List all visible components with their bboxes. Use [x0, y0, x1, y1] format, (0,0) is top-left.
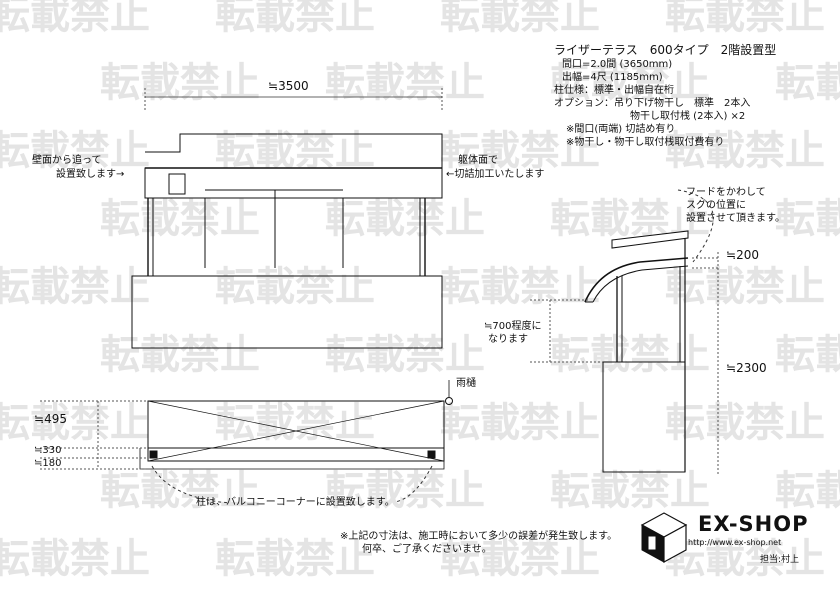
plan-gutter-label: 雨樋 — [456, 378, 476, 389]
watermark-text: 転載禁止 — [665, 264, 825, 310]
watermark-text: 転載禁止 — [215, 128, 375, 174]
logo-cube-door — [647, 535, 657, 551]
gutter-marker — [445, 397, 453, 405]
balcony-wall — [131, 275, 443, 349]
side-hood-note-3: 設置させて頂きます。 — [686, 213, 785, 224]
plan-view — [40, 380, 453, 504]
watermark-text: 転載禁止 — [100, 196, 260, 242]
roof-curve-inner — [592, 265, 689, 303]
plan-post-note: 柱は、バルコニーコーナーに設置致します。 — [196, 497, 395, 508]
watermark-text: 転載禁止 — [325, 196, 485, 242]
side-dim-200: ≒200 — [726, 248, 759, 262]
logo-cube-right — [663, 523, 687, 564]
watermark-text: 転載禁止 — [550, 332, 710, 378]
fascia-bracket — [168, 173, 186, 195]
front-elevation — [131, 88, 443, 349]
spec-line-7: ※物干し・物干し取付桟取付費有り — [566, 137, 725, 148]
eave-hood — [611, 230, 689, 249]
staff-label: 担当:村上 — [760, 555, 800, 565]
spec-line-3: 柱仕様：標準・出幅自在桁 — [554, 85, 674, 96]
watermark-text: 転載禁止 — [0, 0, 150, 38]
footer-note-1: ※上記の寸法は、施工時において多少の誤差が発生致します。 — [340, 531, 618, 542]
watermark-text: 転載禁止 — [775, 332, 840, 378]
side-section — [530, 189, 719, 476]
watermark-text: 転載禁止 — [440, 128, 600, 174]
plan-dim-330: ≒330 — [34, 445, 62, 456]
watermark-text: 転載禁止 — [325, 60, 485, 106]
watermark-text: 転載禁止 — [550, 60, 710, 106]
spec-line-5: 物干し取付桟 (2本入) ×2 — [630, 111, 746, 122]
watermark-text: 転載禁止 — [100, 60, 260, 106]
watermark-text: 転載禁止 — [215, 264, 375, 310]
watermark-text: 転載禁止 — [775, 60, 840, 106]
plan-dim-180: ≒180 — [34, 458, 62, 469]
hood-callout — [677, 189, 714, 263]
watermark-text: 転載禁止 — [665, 0, 825, 38]
watermark-text: 転載禁止 — [325, 332, 485, 378]
watermark-text: 転載禁止 — [215, 536, 375, 582]
spec-line-4: オプション：吊り下げ物干し 標準 2本入 — [554, 98, 751, 109]
watermark-text: 転載禁止 — [215, 400, 375, 446]
spec-title: ライザーテラス 600タイプ 2階設置型 — [554, 43, 777, 57]
watermark-text: 転載禁止 — [775, 468, 840, 514]
side-dim-2300: ≒2300 — [726, 361, 767, 375]
watermark-text: 転載禁止 — [440, 264, 600, 310]
side-hood-note-1: フードをかわして — [686, 187, 766, 198]
plan-dim-495: ≒495 — [34, 412, 67, 426]
watermark-text: 転載禁止 — [665, 128, 825, 174]
callout-arc-right — [394, 465, 433, 503]
plan-roof-outline — [147, 400, 445, 462]
watermark-text: 転載禁止 — [325, 468, 485, 514]
exshop-url: http://www.ex-shop.net — [688, 538, 782, 547]
watermark-text: 転載禁止 — [0, 400, 150, 446]
plan-diagonal-b — [147, 400, 445, 462]
side-hood-note-2: スグの位置に — [686, 200, 746, 211]
plan-post-left — [149, 450, 158, 459]
watermark-text: 転載禁止 — [0, 536, 150, 582]
watermark-text: 転載禁止 — [215, 0, 375, 38]
watermark-text: 転載禁止 — [775, 196, 840, 242]
front-right-note-1: 躯体面で — [458, 155, 498, 166]
watermark-text: 転載禁止 — [440, 400, 600, 446]
watermark-text: 転載禁止 — [550, 468, 710, 514]
watermark-text: 転載禁止 — [665, 400, 825, 446]
side-balcony — [602, 361, 686, 473]
watermark-text: 転載禁止 — [0, 264, 150, 310]
exshop-logo-text: EX-SHOP — [698, 512, 809, 536]
side-dim-700-1: ≒700程度に — [484, 321, 542, 332]
watermark-text: 転載禁止 — [440, 0, 600, 38]
watermark-text: 転載禁止 — [440, 536, 600, 582]
front-right-note-2: ←切詰加工いたします — [446, 169, 545, 180]
watermark-group: 転載禁止転載禁止転載禁止転載禁止転載禁止転載禁止転載禁止転載禁止転載禁止転載禁止… — [0, 0, 840, 582]
upper-wall-outline — [145, 133, 443, 168]
footer-note-2: 何卒、ご了承くださいませ。 — [362, 544, 492, 555]
side-dim-700-2: なります — [488, 334, 528, 345]
roof-fascia — [144, 167, 443, 199]
watermark-text: 転載禁止 — [665, 536, 825, 582]
exshop-logo-mark — [640, 512, 688, 564]
front-width-label: ≒3500 — [268, 79, 309, 93]
spec-line-2: 出幅=4尺 (1185mm) — [562, 72, 663, 83]
front-left-note-1: 壁面から追って — [32, 155, 102, 166]
plan-post-right — [427, 450, 436, 459]
watermark-text: 転載禁止 — [100, 332, 260, 378]
roof-curve-outer — [584, 257, 689, 303]
spec-line-1: 間口=2.0間 (3650mm) — [562, 59, 673, 70]
spec-line-6: ※間口(両端) 切詰め有り — [566, 124, 676, 135]
spec-block: ライザーテラス 600タイプ 2階設置型 間口=2.0間 (3650mm) 出幅… — [554, 42, 776, 149]
watermark-text: 転載禁止 — [0, 128, 150, 174]
front-left-note-2: 設置致します→ — [56, 169, 125, 180]
callout-arc-left — [151, 465, 231, 504]
plan-balcony-edge — [139, 448, 445, 470]
